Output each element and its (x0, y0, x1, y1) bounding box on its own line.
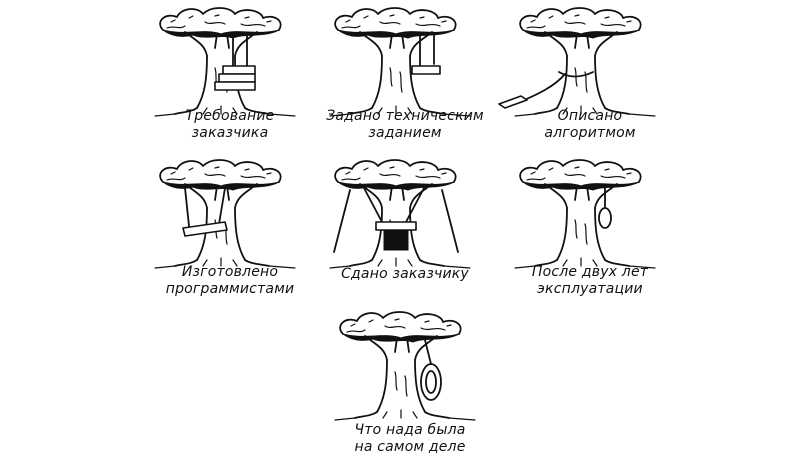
caption-line-1: Задано техническим (326, 108, 484, 124)
tree-illustration (329, 7, 471, 117)
tree-illustration (329, 159, 471, 269)
caption-made-by-programmers: Изготовлено программистами (105, 264, 355, 298)
tree-illustration (498, 7, 656, 117)
panel-customer-requirement: Требование заказчика (145, 7, 315, 141)
caption-line-2: программистами (165, 281, 295, 297)
caption-line-1: После двух лет (531, 264, 649, 280)
caption-after-two-years: После двух лет эксплуатации (465, 264, 715, 298)
caption-line-2: заказчика (191, 125, 269, 141)
caption-line-2: на самом деле (354, 439, 466, 455)
panel-actually-needed: Что нада была на самом деле (325, 311, 495, 455)
caption-actually-needed: Что нада была на самом деле (285, 422, 535, 456)
caption-algorithm: Описано алгоритмом (465, 108, 715, 142)
panel-delivered: Сдано заказчику (320, 159, 490, 282)
panel-technical-spec: Задано техническим заданием (320, 7, 490, 141)
caption-line-2: эксплуатации (537, 281, 643, 297)
caption-line-1: Изготовлено (181, 264, 279, 280)
tree-illustration (154, 159, 296, 269)
panel-after-two-years: После двух лет эксплуатации (505, 159, 675, 297)
tree-illustration (514, 159, 656, 269)
caption-line-1: Требование (185, 108, 275, 124)
caption-line-2: заданием (368, 125, 442, 141)
caption-line-1: Что нада была (354, 422, 466, 438)
tree-illustration (154, 7, 296, 117)
caption-technical-spec: Задано техническим заданием (280, 108, 530, 142)
panel-algorithm: Описано алгоритмом (498, 7, 675, 141)
tree-illustration (334, 311, 476, 421)
caption-line-1: Описано (557, 108, 623, 124)
caption-line-2: алгоритмом (544, 125, 636, 141)
caption-delivered: Сдано заказчику (280, 266, 530, 283)
caption-customer-requirement: Требование заказчика (105, 108, 355, 142)
caption-line-1: Сдано заказчику (341, 266, 469, 282)
panel-made-by-programmers: Изготовлено программистами (145, 159, 315, 297)
